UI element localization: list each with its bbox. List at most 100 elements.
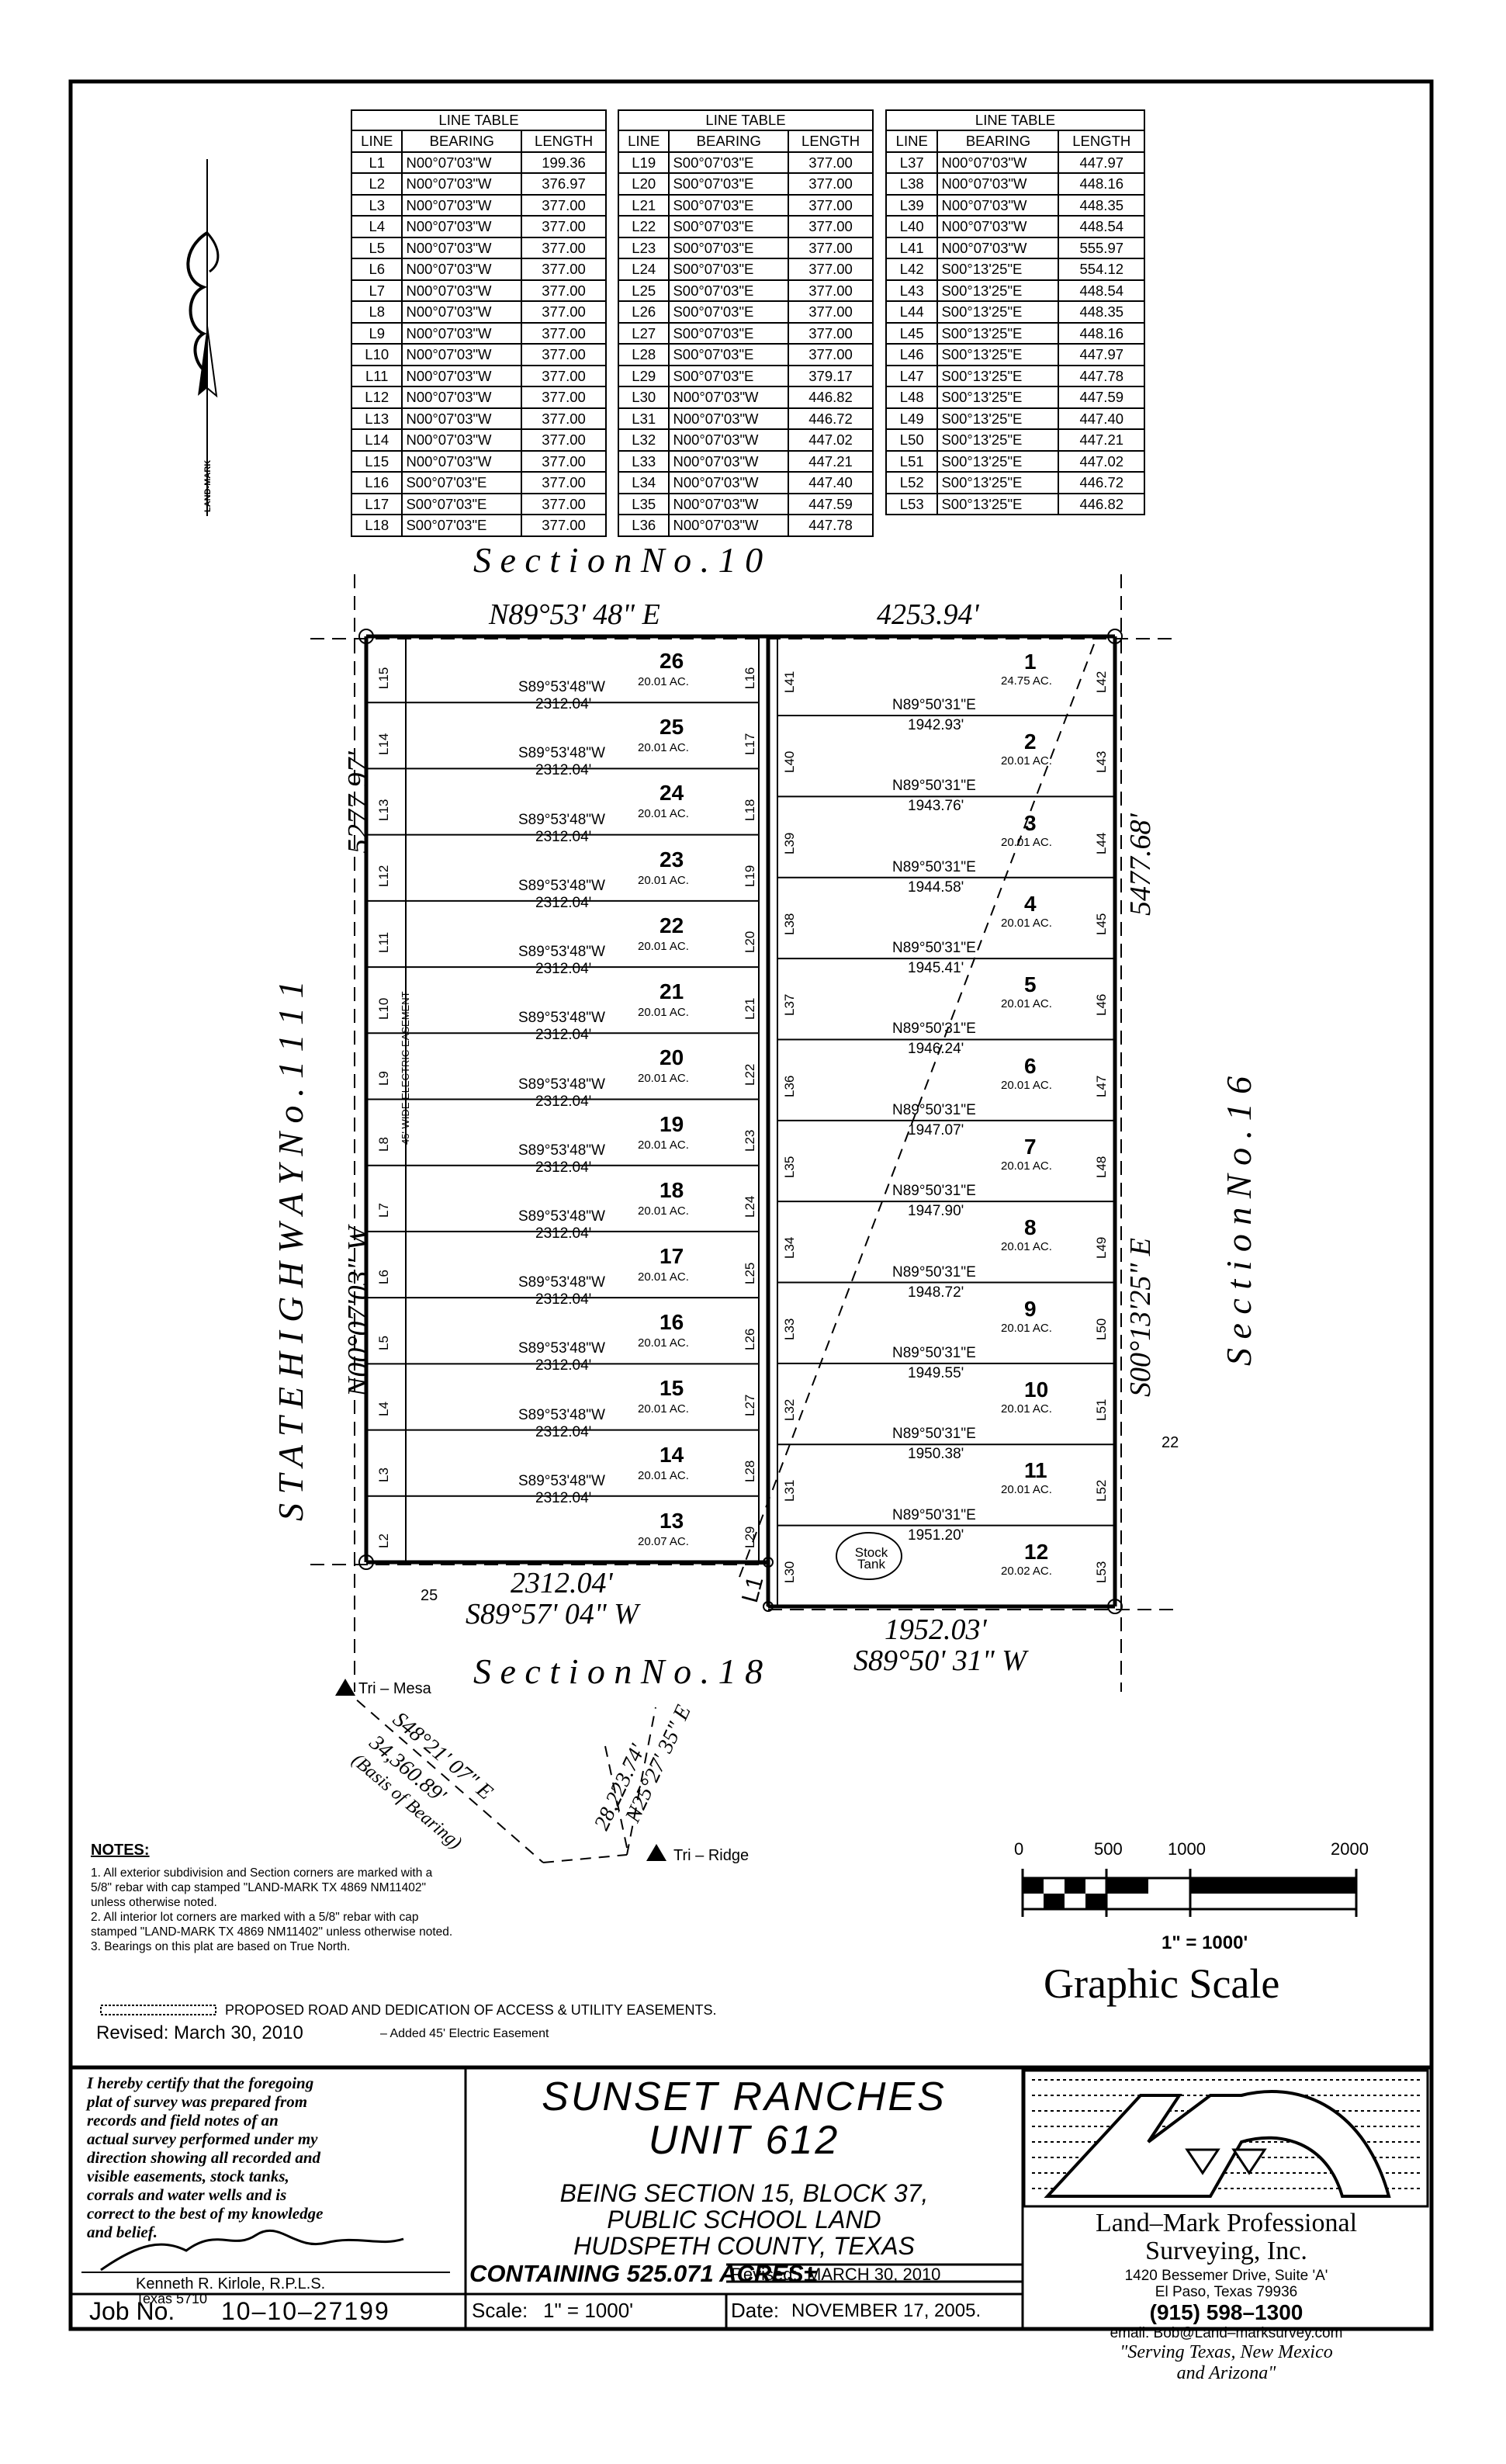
bearing-cell: S00°07'03"E	[668, 151, 790, 174]
length-cell: 447.21	[788, 449, 874, 473]
bearing-cell: S00°13'25"E	[936, 492, 1060, 515]
length-cell: 377.00	[521, 279, 607, 302]
lot-acres: 20.01 AC.	[638, 807, 689, 821]
bearing-cell: N00°07'03"W	[936, 193, 1060, 217]
lot-acres: 20.01 AC.	[638, 1402, 689, 1416]
state-highway-label: S T A T E H I G H W A Y N o . 1 1 1 1	[271, 980, 310, 1521]
east-length: 5477.68'	[1124, 813, 1157, 916]
line-id-cell: L48	[885, 386, 939, 409]
lot-bearing: N89°50'31"E	[892, 1021, 976, 1038]
length-cell: 447.21	[1058, 428, 1145, 452]
lot-length: 2312.04'	[535, 696, 592, 713]
bearing-cell: N00°07'03"W	[401, 449, 523, 473]
length-cell: 447.97	[1058, 151, 1145, 174]
lot-bearing: N89°50'31"E	[892, 1506, 976, 1523]
lot-number: 21	[660, 979, 684, 1004]
line-id-cell: L25	[617, 279, 670, 302]
line-label: L29	[743, 1527, 757, 1549]
line-table-header: LENGTH	[788, 130, 874, 153]
length-cell: 377.00	[788, 279, 874, 302]
company-slogan2: and Arizona"	[1176, 2363, 1276, 2383]
lot-acres: 24.75 AC.	[1001, 674, 1052, 688]
lot-acres: 20.01 AC.	[638, 1072, 689, 1086]
surveyor-signature	[100, 2229, 404, 2272]
line-label: L37	[782, 993, 797, 1017]
length-cell: 377.00	[521, 236, 607, 259]
line-id-cell: L32	[617, 428, 670, 452]
line-label: L15	[376, 667, 391, 689]
east-bearing: S00°13'25" E	[1124, 1238, 1157, 1397]
line-table-title: LINE TABLE	[885, 109, 1145, 130]
line-id-cell: L6	[350, 258, 403, 281]
line-table-header: BEARING	[401, 130, 523, 153]
line-id-cell: L14	[350, 428, 403, 452]
line-table-header: LINE	[617, 130, 670, 153]
lot-acres: 20.01 AC.	[1001, 916, 1052, 930]
lot-length: 2312.04'	[535, 762, 592, 779]
lot-number: 7	[1024, 1135, 1037, 1159]
lot-bearing: S89°53'48"W	[518, 1208, 605, 1225]
bearing-cell: S00°07'03"E	[668, 321, 790, 345]
lot-length: 1948.72'	[908, 1284, 964, 1301]
length-cell: 446.82	[1058, 492, 1145, 515]
certification-line: correct to the best of my knowledge	[87, 2204, 324, 2223]
lot-length: 1949.55'	[908, 1364, 964, 1381]
length-cell: 447.40	[1058, 407, 1145, 430]
line-label: L6	[376, 1269, 391, 1284]
stock-tank-label: Stock Tank	[854, 1545, 888, 1572]
section-10-label: S e c t i o n N o . 1 0	[473, 540, 763, 580]
line-table-header: BEARING	[936, 130, 1060, 153]
project-name-line2: UNIT 612	[648, 2118, 840, 2163]
lot-length: 2312.04'	[535, 1159, 592, 1176]
lot-number: 3	[1024, 810, 1037, 835]
west-length: 5277.97'	[342, 751, 375, 854]
bearing-cell: S00°07'03"E	[668, 343, 790, 366]
length-cell: 447.02	[1058, 449, 1145, 473]
line-label: L27	[743, 1394, 757, 1416]
line-id-cell: L16	[350, 471, 403, 494]
bearing-cell: S00°13'25"E	[936, 343, 1060, 366]
line-id-cell: L51	[885, 449, 939, 473]
length-cell: 448.16	[1058, 321, 1145, 345]
certification-line: direction showing all recorded and	[87, 2148, 321, 2167]
lot-length: 2312.04'	[535, 1093, 592, 1110]
south-east-length: 1952.03'	[885, 1613, 987, 1646]
bearing-cell: N00°07'03"W	[401, 193, 523, 217]
line-id-cell: L37	[885, 151, 939, 174]
length-cell: 447.78	[1058, 364, 1145, 387]
lot-acres: 20.07 AC.	[638, 1534, 689, 1548]
lot-length: 2312.04'	[535, 1357, 592, 1374]
line-label: L51	[1094, 1398, 1109, 1422]
line-id-cell: L15	[350, 449, 403, 473]
bearing-cell: N00°07'03"W	[936, 236, 1060, 259]
revised-note-text: – Added 45' Electric Easement	[380, 2027, 549, 2040]
line-id-cell: L35	[617, 492, 670, 515]
line-label: L17	[743, 733, 757, 755]
bearing-cell: S00°13'25"E	[936, 279, 1060, 302]
lot-bearing: S89°53'48"W	[518, 944, 605, 961]
line-id-cell: L38	[885, 172, 939, 196]
line-table-header: LENGTH	[1058, 130, 1145, 153]
line-id-cell: L43	[885, 279, 939, 302]
company-phone: (915) 598–1300	[1149, 2300, 1303, 2324]
description-line3: HUDSPETH COUNTY, TEXAS	[573, 2232, 915, 2260]
south-west-length: 2312.04'	[511, 1567, 613, 1599]
line-label: L38	[782, 913, 797, 935]
bearing-cell: N00°07'03"W	[668, 386, 790, 409]
lot-length: 1944.58'	[908, 879, 964, 896]
lot-acres: 20.01 AC.	[1001, 1402, 1052, 1416]
lot-bearing: N89°50'31"E	[892, 1426, 976, 1443]
line-label: L35	[782, 1156, 797, 1178]
